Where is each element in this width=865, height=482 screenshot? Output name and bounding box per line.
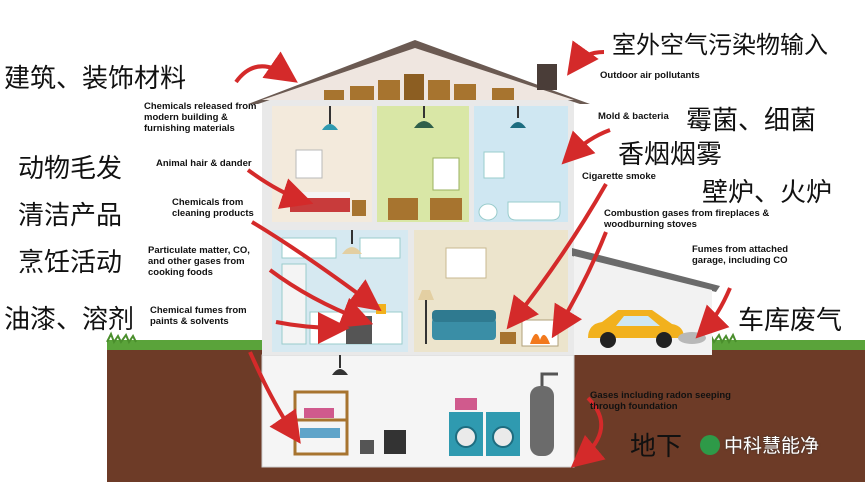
car-wheel-front <box>600 332 616 348</box>
label-en-paint: Chemical fumes from paints & solvents <box>150 305 247 327</box>
label-cn-radon: 地下 <box>630 432 683 462</box>
arrow-mold <box>561 128 611 165</box>
arrow-fireplace <box>551 231 608 339</box>
arrow-paint <box>275 311 350 344</box>
label-cn-building: 建筑、装饰材料 <box>4 64 187 94</box>
desk <box>388 198 418 220</box>
arrow-radon <box>570 396 606 468</box>
attic-box-3 <box>404 74 424 100</box>
label-cn-paint: 油漆、溶剂 <box>4 305 135 335</box>
bed-sheet <box>290 192 350 198</box>
shelf-items <box>304 408 334 418</box>
car-wheel-rear <box>656 332 672 348</box>
arrow-garage <box>695 287 732 339</box>
green-room-lamp <box>414 121 434 128</box>
label-en-garage: Fumes from attached garage, including CO <box>692 244 789 266</box>
arrow-outdoor <box>567 40 605 76</box>
chimney <box>537 64 557 90</box>
dresser <box>430 198 462 220</box>
bathtub <box>507 201 561 221</box>
fireplace-fire <box>530 333 550 344</box>
green-room-window <box>432 157 460 191</box>
arrow-radon-2 <box>248 351 301 444</box>
car-exhaust <box>678 332 706 344</box>
basement-lamp <box>332 369 348 375</box>
label-cn-mold: 霉菌、细菌 <box>686 106 817 136</box>
label-en-radon: Gases including radon seeping through fo… <box>590 390 731 412</box>
bathroom-lamp <box>510 122 526 128</box>
attic-box-7 <box>324 90 344 100</box>
attic-box-2 <box>378 80 400 100</box>
tv-stand <box>500 332 516 344</box>
arrows <box>234 40 732 468</box>
bedroom-window <box>295 149 323 179</box>
label-cn-outdoor: 室外空气污染物输入 <box>612 31 828 59</box>
arrow-building <box>234 51 298 84</box>
laundry-basket <box>455 398 477 410</box>
label-cn-garage: 车库废气 <box>738 306 843 336</box>
water-heater <box>530 386 554 456</box>
attic-box-4 <box>428 80 450 100</box>
bathroom-window <box>483 151 505 179</box>
arrow-smoke <box>506 183 608 330</box>
label-cn-cleaning: 清洁产品 <box>18 201 123 231</box>
label-cn-smoke: 香烟烟雾 <box>618 140 723 170</box>
label-en-smoke: Cigarette smoke <box>582 171 656 182</box>
arrow-cooking <box>268 268 374 328</box>
counter-items <box>376 304 386 314</box>
label-en-cooking: Particulate matter, CO, and other gases … <box>148 245 250 278</box>
kitchen-lamp <box>342 247 362 254</box>
arrow-cleaning <box>250 220 382 312</box>
label-en-outdoor: Outdoor air pollutants <box>600 70 700 81</box>
water-heater-pipe <box>540 372 558 386</box>
basement-can <box>360 440 374 454</box>
sofa-back <box>432 310 496 322</box>
attic-box-5 <box>454 84 476 100</box>
label-en-mold: Mold & bacteria <box>598 111 669 122</box>
washer-door <box>455 426 477 448</box>
watermark: 中科慧能净 <box>700 433 840 459</box>
floor-lamp-shade <box>418 290 434 300</box>
label-en-building: Chemicals released from modern building … <box>144 101 257 134</box>
garage-roof <box>572 248 720 292</box>
attic-box-1 <box>350 86 374 100</box>
bed-nightstand <box>352 200 366 216</box>
arrow-animal <box>246 168 314 209</box>
wechat-icon <box>700 434 720 455</box>
watermark-text: 中科慧能净 <box>724 435 820 457</box>
label-cn-fireplace: 壁炉、火炉 <box>702 178 833 208</box>
label-cn-animal: 动物毛发 <box>18 154 123 184</box>
fridge <box>281 263 307 345</box>
label-en-animal: Animal hair & dander <box>156 158 252 169</box>
attic-box-6 <box>492 88 514 100</box>
car-window <box>616 316 660 326</box>
shelf-items-2 <box>300 428 340 438</box>
label-cn-cooking: 烹饪活动 <box>18 248 123 278</box>
label-en-fireplace: Combustion gases from fireplaces & woodb… <box>604 208 770 230</box>
sofa <box>432 318 496 340</box>
living-window <box>445 247 487 279</box>
label-en-cleaning: Chemicals from cleaning products <box>172 197 254 219</box>
dryer-door <box>492 426 514 448</box>
kitchen-cabinets-top-2 <box>359 237 401 259</box>
bedroom-lamp <box>322 124 338 130</box>
toilet <box>478 203 498 221</box>
basement-box <box>384 430 406 454</box>
